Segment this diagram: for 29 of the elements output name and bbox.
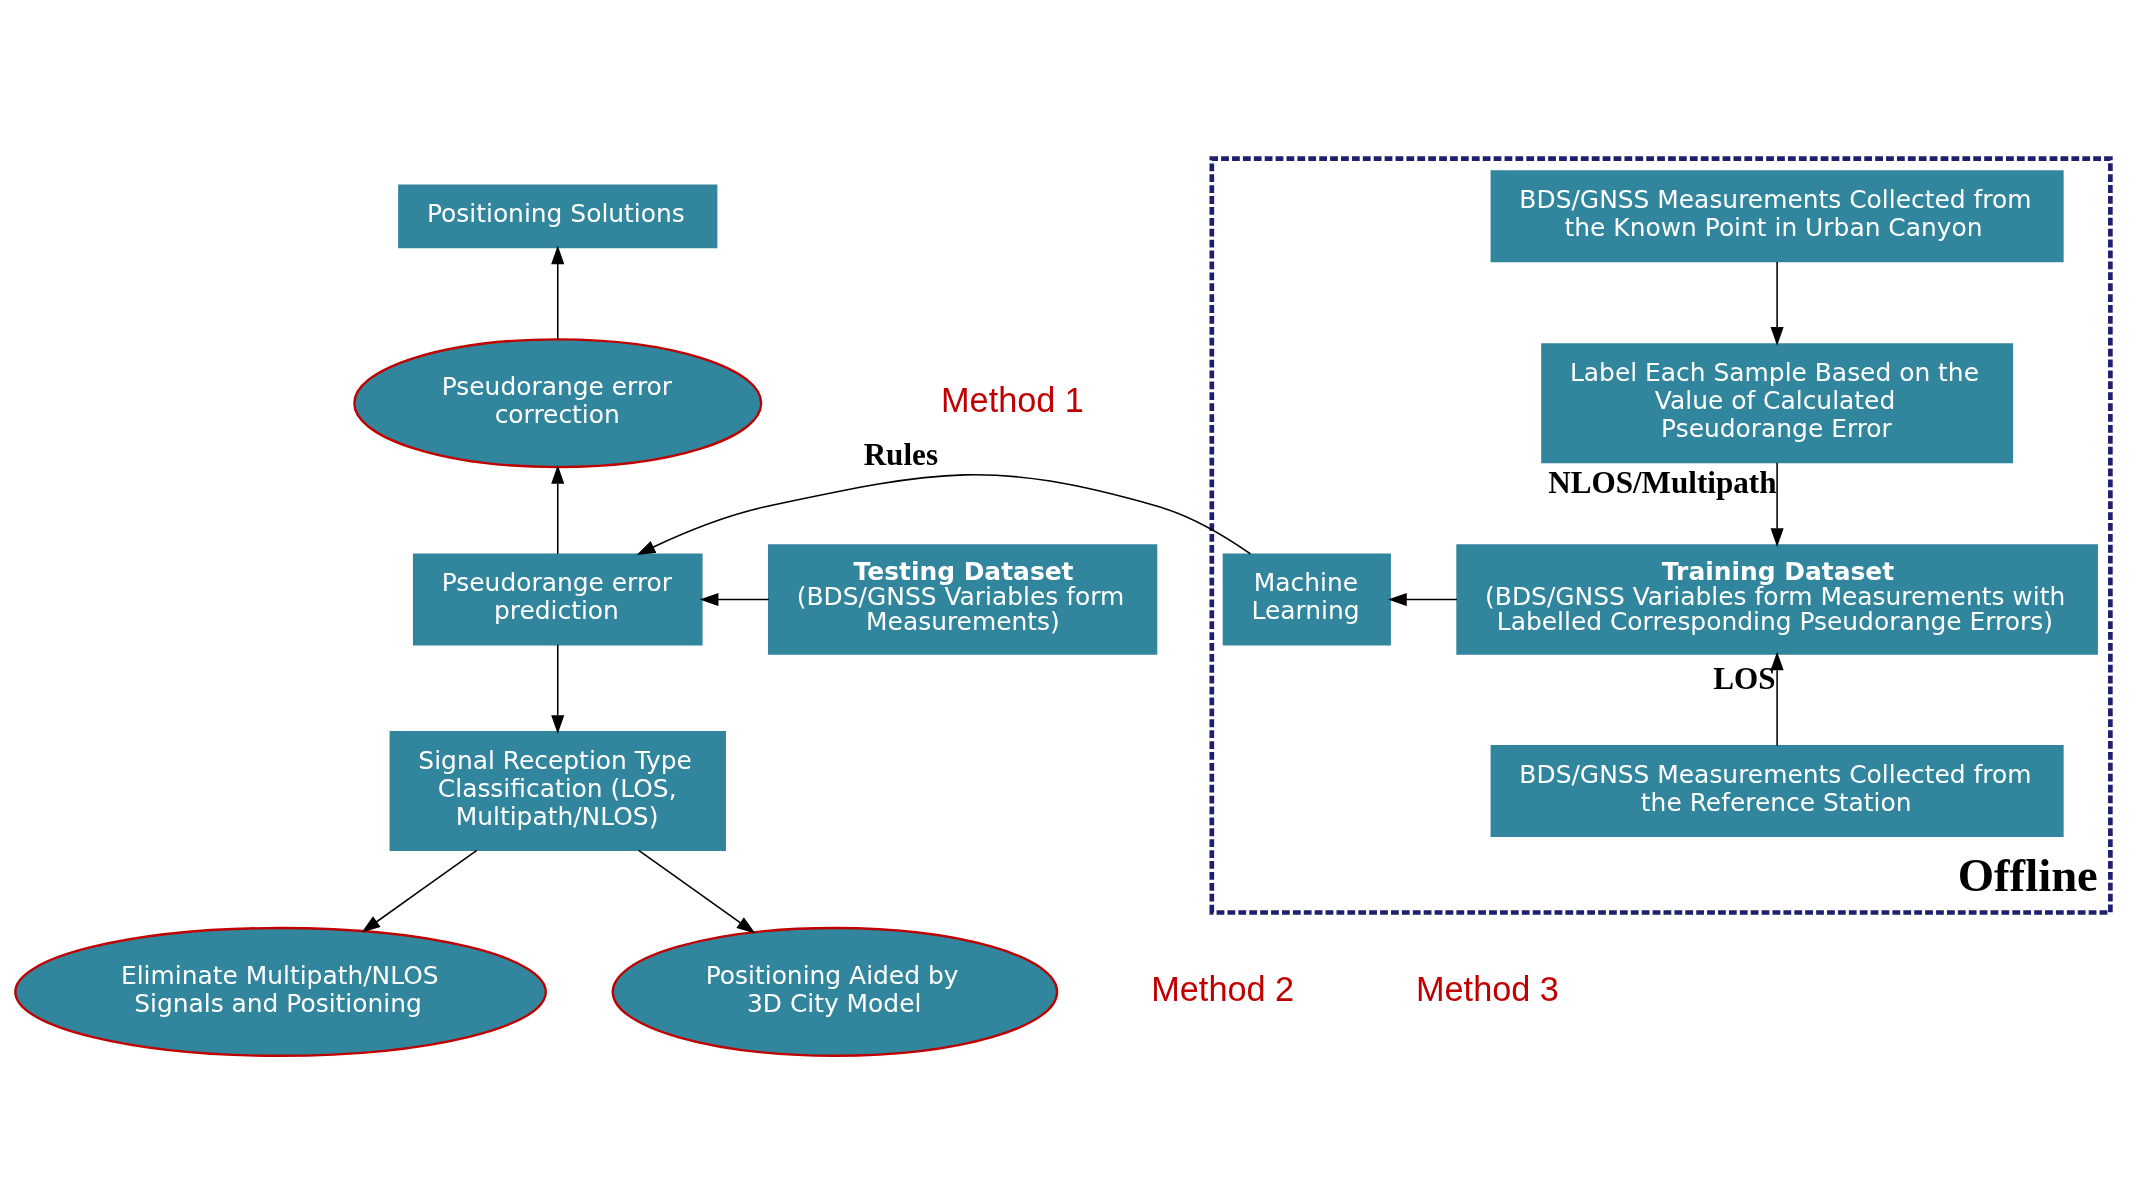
arrow	[1770, 261, 1784, 346]
node-box: Testing Dataset (BDS/GNSS Variables form Measurements)	[768, 544, 1158, 655]
arrow	[636, 474, 1252, 556]
node-box: BDS/GNSS Measurements Collected from the Known Point in Urban Canyon	[1490, 170, 2064, 263]
node-box: BDS/GNSS Measurements Collected from the Reference Station	[1490, 745, 2064, 837]
node-ellipse: Eliminate Multipath/NLOS Signals and Positioning	[14, 926, 547, 1057]
node-box: Machine Learning	[1222, 553, 1391, 646]
arrow	[551, 643, 565, 735]
arrow	[637, 849, 756, 934]
node-box: Training Dataset (BDS/GNSS Variables form Measurements with Labelled Corresponding Pseudorange Errors)	[1456, 544, 2098, 655]
arrow	[551, 245, 565, 340]
label: Method 3	[1416, 969, 1559, 1008]
arrow	[1388, 592, 1458, 606]
label: Method 2	[1151, 969, 1295, 1008]
arrow	[1770, 651, 1784, 747]
node-ellipse: Pseudorange error correction	[353, 338, 763, 469]
arrow	[699, 592, 770, 606]
edge-label: NLOS/Multipath	[1548, 464, 1777, 500]
arrow	[1770, 461, 1784, 547]
node-box: Pseudorange error prediction	[412, 553, 703, 646]
node-box: Positioning Solutions	[398, 184, 718, 249]
arrow	[551, 465, 565, 555]
node-box: Signal Reception Type Classification (LOS, Multipath/NLOS)	[389, 731, 726, 851]
node-box: Label Each Sample Based on the Value of Calculated Pseudorange Error	[1541, 343, 2014, 464]
edge-label: LOS	[1713, 660, 1776, 696]
arrow	[361, 849, 478, 933]
node-ellipse: Positioning Aided by 3D City Model	[611, 926, 1059, 1057]
label: Method 1	[941, 380, 1084, 419]
edge-label: Rules	[863, 437, 939, 473]
